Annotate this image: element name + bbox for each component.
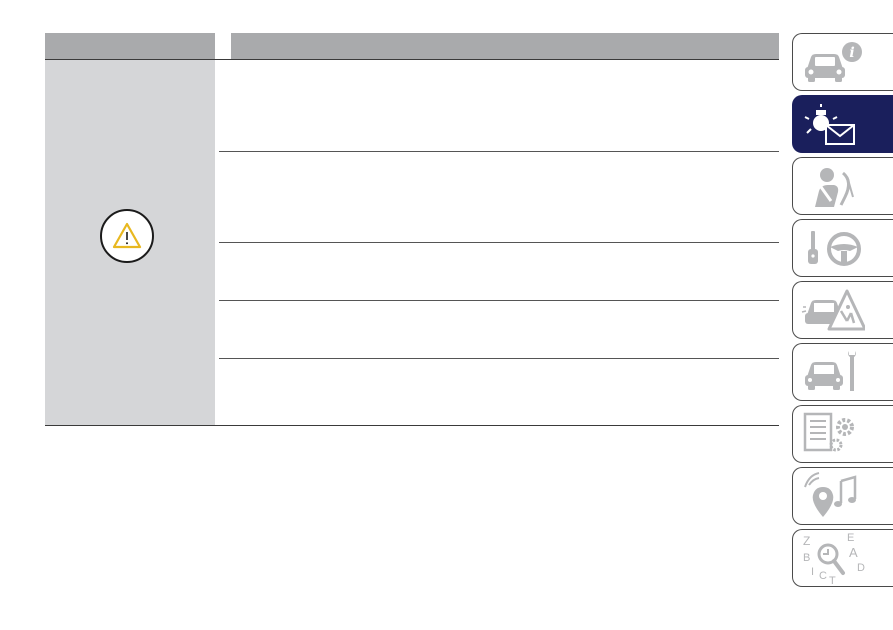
table-header-left — [45, 33, 215, 59]
tab-multimedia[interactable] — [792, 467, 893, 525]
index-letter: T — [829, 575, 836, 585]
tab-servicing[interactable] — [792, 343, 893, 401]
table-row — [219, 153, 779, 241]
servicing-maintenance-icon — [805, 351, 856, 391]
warning-triangle-icon — [112, 222, 142, 249]
header-divider — [45, 59, 779, 60]
index-letter: I — [811, 566, 814, 578]
index-icon: Z E A B D I C T — [803, 533, 865, 585]
tab-emergency[interactable] — [792, 281, 893, 339]
table-row — [219, 302, 779, 357]
index-letter: B — [803, 552, 810, 564]
car-info-icon: i — [805, 42, 862, 82]
warning-lights-messages-icon — [804, 104, 855, 145]
tab-index[interactable]: Z E A B D I C T — [792, 529, 893, 587]
row-divider — [219, 300, 779, 301]
table-row — [219, 244, 779, 299]
table-row — [219, 360, 779, 423]
index-letter: C — [819, 570, 827, 582]
tab-car-info[interactable]: i — [792, 33, 893, 91]
tab-starting-driving[interactable] — [792, 219, 893, 277]
index-letter: D — [857, 562, 865, 574]
table-bottom-rule — [45, 425, 779, 426]
technical-data-icon — [803, 412, 854, 452]
row-divider — [219, 358, 779, 359]
starting-driving-icon — [808, 231, 861, 266]
safety-airbag-icon — [815, 168, 854, 207]
row-divider — [219, 151, 779, 152]
in-an-emergency-icon — [801, 289, 865, 331]
table-row — [219, 62, 779, 150]
warning-symbol — [100, 209, 154, 263]
svg-text:i: i — [849, 45, 854, 61]
index-letter: E — [847, 533, 854, 544]
tab-technical-data[interactable] — [792, 405, 893, 463]
table-header-right — [231, 33, 779, 59]
index-letter: Z — [803, 534, 810, 548]
row-divider — [219, 242, 779, 243]
tab-safety[interactable] — [792, 157, 893, 215]
tab-warning-lights-messages[interactable] — [792, 95, 893, 153]
index-letter: A — [849, 545, 858, 560]
chapter-tabs: i — [792, 0, 893, 630]
multimedia-icon — [804, 472, 857, 517]
